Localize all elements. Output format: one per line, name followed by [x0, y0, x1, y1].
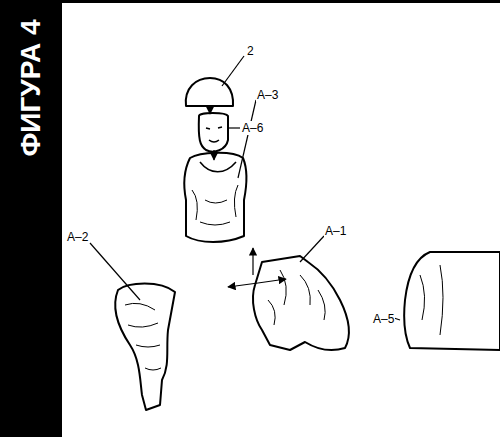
part-label: A–6 [241, 121, 264, 135]
part-label: A–1 [324, 224, 347, 238]
callout-number: 2 [246, 44, 255, 58]
figure-title: ФИГУРА 4 [15, 19, 47, 156]
part-label: A–5 [372, 312, 395, 326]
part-label: A–3 [256, 88, 279, 102]
frame-line [0, 0, 500, 3]
part-label: A–2 [66, 230, 89, 244]
